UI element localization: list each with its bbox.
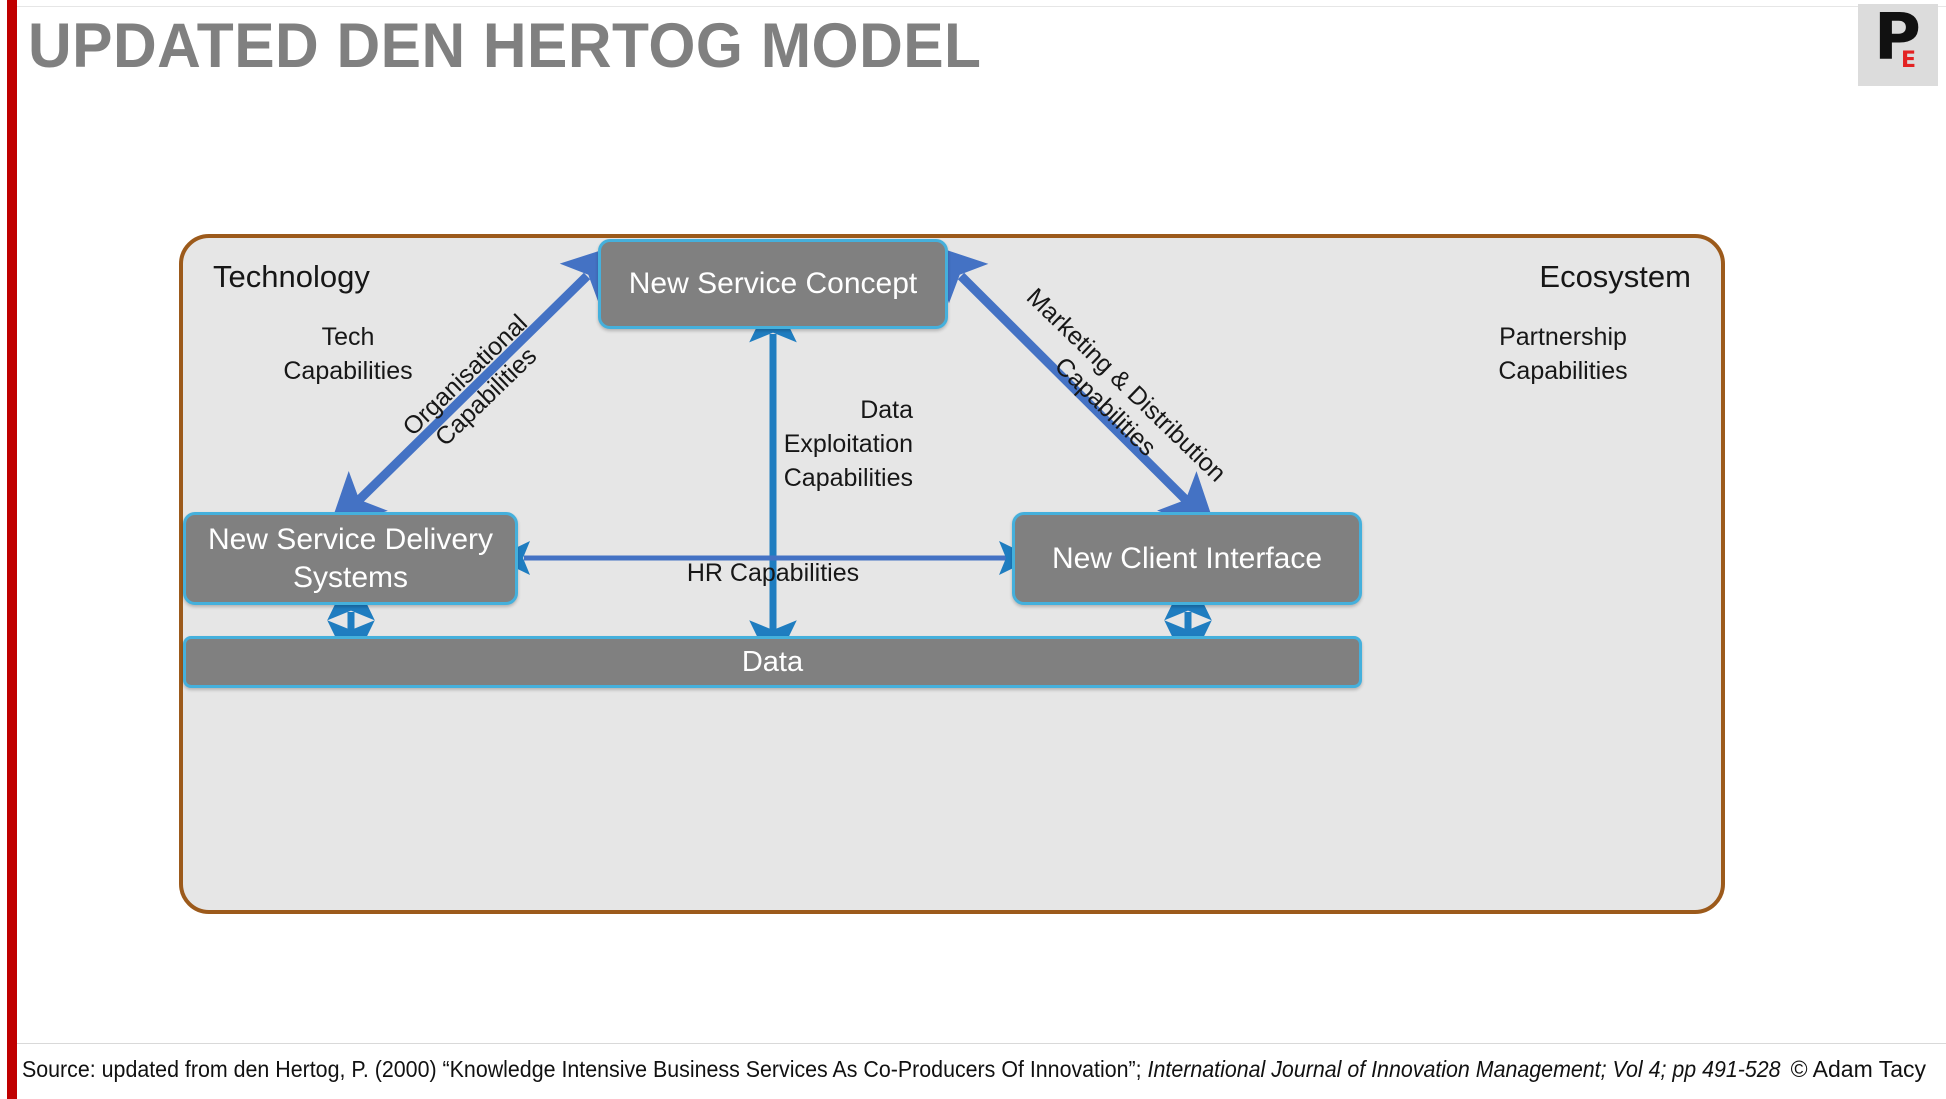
footer-credit: © Adam Tacy <box>1790 1056 1926 1082</box>
edge-label-marketing-line2: Capabilities <box>1049 351 1162 462</box>
den-hertog-model-diagram: Technology Tech Capabilities Ecosystem P… <box>179 234 1725 914</box>
edge-label-hr-capabilities: HR Capabilities <box>686 559 860 587</box>
zone-subtitle-technology: Tech Capabilities <box>238 320 458 388</box>
edge-label-data-exploitation-line3: Capabilities <box>783 464 913 492</box>
node-data[interactable]: Data <box>183 636 1362 688</box>
zone-subtitle-ecosystem-line2: Capabilities <box>1498 357 1628 385</box>
zone-subtitle-ecosystem: Partnership Capabilities <box>1453 320 1673 388</box>
node-new-client-interface[interactable]: New Client Interface <box>1012 512 1362 605</box>
footer-source-citation: Source: updated from den Hertog, P. (200… <box>22 1056 1781 1083</box>
page-title: UPDATED DEN HERTOG MODEL <box>28 11 982 81</box>
brand-logo: P E <box>1858 4 1938 86</box>
footer-divider <box>17 1043 1946 1044</box>
node-new-service-concept[interactable]: New Service Concept <box>598 239 948 329</box>
logo-letter-p: P <box>1874 1 1921 75</box>
top-divider <box>17 6 1946 7</box>
footer-source-journal: International Journal of Innovation Mana… <box>1147 1056 1781 1082</box>
edge-label-data-exploitation-line2: Exploitation <box>783 430 913 458</box>
zone-title-technology: Technology <box>213 259 370 294</box>
edge-label-marketing-line1: Marketing & Distribution <box>1020 282 1232 488</box>
edge-label-marketing-distribution-capabilities: Marketing & Distribution Capabilities <box>999 282 1232 510</box>
zone-subtitle-technology-line1: Tech <box>321 323 375 351</box>
zone-subtitle-ecosystem-line1: Partnership <box>1499 323 1627 351</box>
accent-bar-left <box>7 0 17 1099</box>
zone-subtitle-technology-line2: Capabilities <box>283 357 413 385</box>
edge-label-data-exploitation-line1: Data <box>860 396 913 424</box>
edge-label-data-exploitation-capabilities: Data Exploitation Capabilities <box>703 393 913 495</box>
node-new-service-delivery-systems[interactable]: New Service Delivery Systems <box>183 512 518 605</box>
zone-title-ecosystem: Ecosystem <box>1539 259 1691 294</box>
logo-letter-e: E <box>1901 48 1917 73</box>
footer-source-prefix: Source: updated from den Hertog, P. (200… <box>22 1056 1148 1082</box>
